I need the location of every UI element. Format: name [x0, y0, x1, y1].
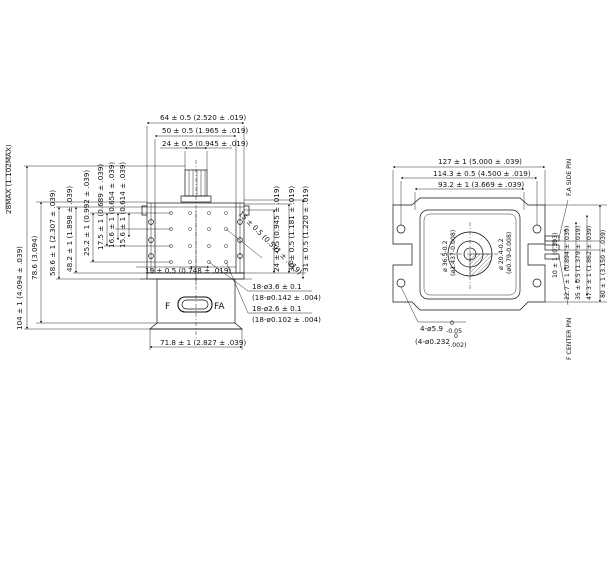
terminal-label-f: F	[165, 302, 170, 312]
hole-note-1: 18-ø3.6 ± 0.1	[252, 282, 302, 291]
dim-50: 50 ± 0.5 (1.965 ± .019)	[162, 126, 248, 135]
mount-hole-tol-lower: -0.05	[446, 328, 462, 335]
dim-25-2: 25.2 ± 1 (0.992 ± .039)	[82, 170, 91, 256]
hole-notes: 18-ø3.6 ± 0.1 (18-ø0.142 ± .004) 18-ø2.6…	[208, 261, 321, 324]
dim-58-6: 58.6 ± 1 (2.307 ± .039)	[48, 190, 57, 276]
dim-24-right: 24 ± 0.5 (0.945 ± .019)	[272, 186, 281, 272]
mount-hole-dia: 4-ø5.9	[420, 324, 443, 333]
dim-15-6: 15.6 ± 1 (0.614 ± .039)	[118, 162, 127, 248]
dim-22-7: 22.7 ± 1 (0.894 ± .039)	[564, 226, 571, 300]
right-view-magnetron-top: 127 ± 1 (5.000 ± .039) 114.3 ± 0.5 (4.50…	[392, 157, 607, 360]
mount-hole-inch-tol-lower: -.002)	[448, 342, 466, 349]
left-inner-bottom-dim: 19 ± 0.5 (0.748 ± .019)	[136, 265, 236, 275]
dim-64: 64 ± 0.5 (2.520 ± .019)	[160, 113, 246, 122]
right-inner-diameters: ø 36.5-0.2 (ø1.437-0.008) ø 20.4-0.2 (ø0…	[442, 230, 513, 276]
dia-20-4: ø 20.4-0.2	[498, 238, 505, 270]
terminal-label-fa: FA	[214, 302, 225, 312]
dim-93-2: 93.2 ± 1 (3.669 ± .039)	[438, 180, 524, 189]
mount-hole-inch-tol-upper: 0	[454, 333, 458, 340]
dim-31-right: 31 ± 0.5 (1.220 ± .019)	[301, 186, 310, 272]
dim-48-2: 48.2 ± 1 (1.898 ± .039)	[65, 186, 74, 272]
dim-17-5: 17.5 ± 1 (0.689 ± .039)	[96, 164, 105, 250]
dim-80: 80 ± 1 (3.150 ± .039)	[600, 230, 607, 298]
mount-hole-inch: (4-ø0.232	[415, 337, 450, 346]
dim-19: 19 ± 0.5 (0.748 ± .019)	[145, 266, 231, 275]
pin-label-fa-side: F.A SIDE PIN	[566, 158, 573, 196]
dim-30-right: 30 ± 0.5 (1.181 ± .019)	[287, 186, 296, 272]
hole-grid	[148, 211, 243, 264]
mounting-flange	[392, 197, 546, 311]
dim-78-6: 78.6 (3.094)	[30, 235, 39, 280]
dim-16-6: 16.6 ± 1 (0.654 ± .039)	[107, 162, 116, 248]
mount-hole-tol-upper: 0	[450, 320, 454, 327]
right-vertical-dimensions: 10 ± 1 (0.393) 22.7 ± 1 (0.894 ± .039) 3…	[545, 204, 607, 303]
dia-36-5: ø 36.5-0.2	[442, 240, 449, 272]
dim-104: 104 ± 1 (4.094 ± .039)	[15, 246, 24, 330]
cooling-fin-body	[146, 160, 245, 340]
right-top-dimensions: 127 ± 1 (5.000 ± .039) 114.3 ± 0.5 (4.50…	[392, 157, 546, 225]
left-right-dimensions: 24 ± 0.5 (0.945 ± .019) 30 ± 0.5 (1.181 …	[225, 186, 310, 280]
mount-hole-note: 4-ø5.9 0 -0.05 (4-ø0.232 0 -.002)	[400, 286, 466, 349]
dim-127: 127 ± 1 (5.000 ± .039)	[438, 157, 522, 166]
left-vertical-dimensions: 104 ± 1 (4.094 ± .039) 78.6 (3.094) 58.6…	[4, 144, 185, 330]
left-view-magnetron-side: F FA 64 ± 0.5 (2.520 ± .019) 50 ± 0.5 (1…	[4, 113, 321, 350]
dim-10: 10 ± 1 (0.393)	[552, 233, 559, 278]
dim-35: 35 ± 0.5 (1.379 ± .019)	[575, 226, 582, 300]
hole-note-2: 18-ø2.6 ± 0.1	[252, 304, 302, 313]
pin-labels: F.A SIDE PIN F CENTER PIN	[558, 158, 573, 360]
dim-71-8: 71.8 ± 1 (2.827 ± .039)	[160, 338, 246, 347]
left-bottom-dimension: 71.8 ± 1 (2.827 ± .039)	[149, 329, 246, 350]
dim-47-3: 47.3 ± 1 (1.862 ± .039)	[586, 226, 593, 300]
dim-114-3: 114.3 ± 0.5 (4.500 ± .019)	[433, 169, 531, 178]
antenna-circle	[440, 222, 500, 290]
filter-box: F FA	[149, 278, 243, 330]
dia-36-5-inch: (ø1.437-0.008)	[450, 230, 457, 276]
hole-note-2-inch: (18-ø0.102 ± .004)	[252, 315, 321, 324]
hole-note-1-inch: (18-ø0.142 ± .004)	[252, 293, 321, 302]
dia-20-4-inch: (ø0.79-0.008)	[506, 232, 513, 274]
left-top-dimensions: 64 ± 0.5 (2.520 ± .019) 50 ± 0.5 (1.965 …	[146, 113, 248, 203]
pin-label-f-center: F CENTER PIN	[566, 317, 573, 360]
dim-28max: 28MAX (1.102MAX)	[4, 144, 13, 214]
dim-24: 24 ± 0.5 (0.945 ± .019)	[162, 139, 248, 148]
